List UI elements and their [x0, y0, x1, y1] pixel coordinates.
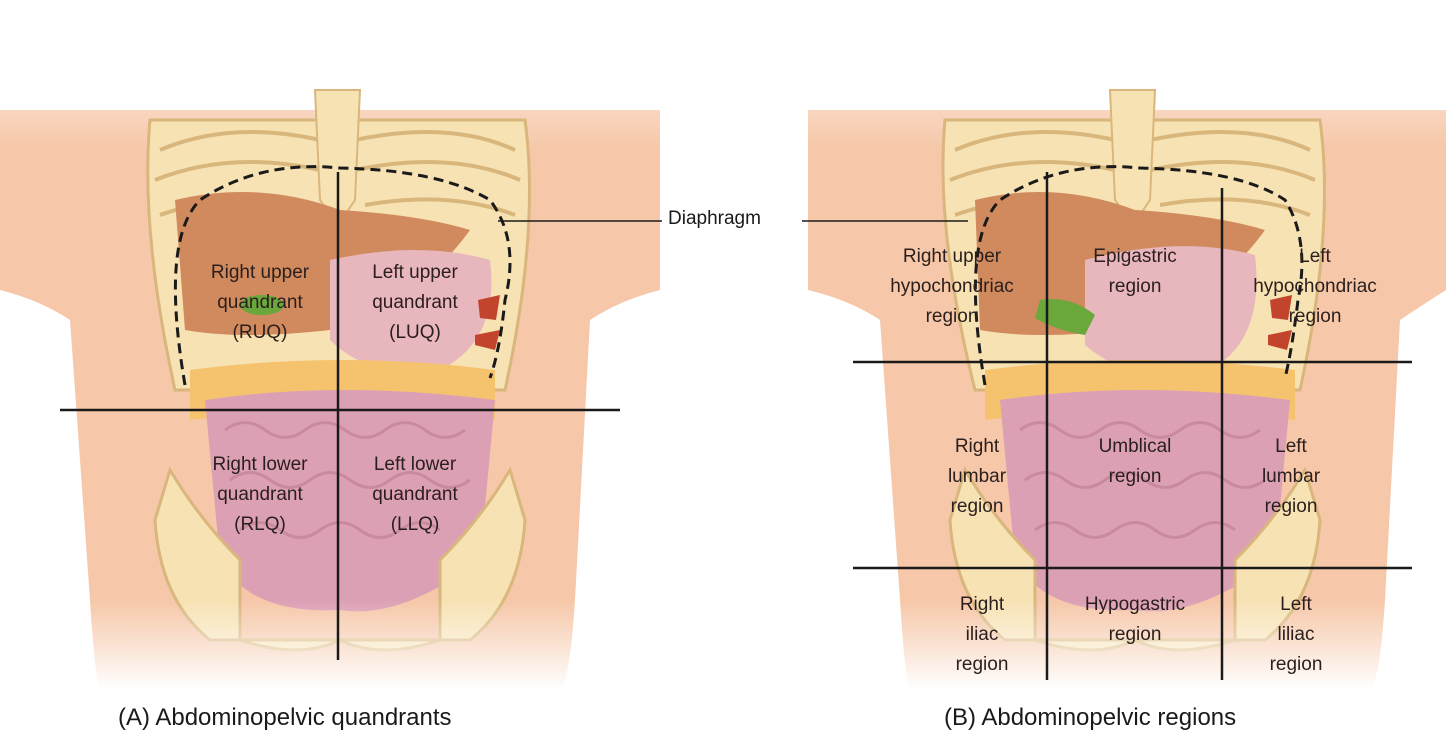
- label-left-lumbar-line3: region: [1264, 496, 1318, 517]
- label-epigastric: Epigastric region: [1050, 242, 1220, 302]
- label-rlq: Right lower quandrant (RLQ): [180, 450, 340, 540]
- label-ruq: Right upper quandrant (RUQ): [180, 258, 340, 348]
- label-left-hypochondriac-line1: Left: [1299, 246, 1331, 267]
- label-llq-line2: quandrant: [372, 484, 458, 505]
- label-right-iliac-line3: region: [955, 654, 1009, 675]
- label-right-hypochondriac-line3: region: [925, 306, 979, 327]
- panel-a-body: [0, 0, 662, 690]
- label-ruq-line3: (RUQ): [232, 322, 288, 343]
- label-ruq-line1: Right upper: [210, 262, 310, 283]
- stomach-b: [1085, 246, 1257, 375]
- spleen-b: [1268, 295, 1292, 350]
- label-hypogastric-line1: Hypogastric: [1084, 594, 1186, 615]
- label-right-iliac: Right iliac region: [922, 590, 1042, 680]
- spleen-a: [475, 295, 500, 350]
- label-left-iliac-line3: region: [1269, 654, 1323, 675]
- label-epigastric-line1: Epigastric: [1093, 246, 1177, 267]
- label-luq: Left upper quandrant (LUQ): [340, 258, 490, 348]
- label-left-hypochondriac: Left hypochondriac region: [1226, 242, 1404, 332]
- label-left-hypochondriac-line3: region: [1288, 306, 1342, 327]
- gallbladder-b: [1035, 299, 1095, 335]
- label-luq-line2: quandrant: [372, 292, 458, 313]
- label-right-hypochondriac: Right upper hypochondriac region: [862, 242, 1042, 332]
- label-llq-line1: Left lower: [373, 454, 457, 475]
- caption-a: (A) Abdominopelvic quandrants: [118, 704, 452, 731]
- label-right-hypochondriac-line1: Right upper: [902, 246, 1002, 267]
- stomach-a: [330, 250, 492, 372]
- intestines-a: [205, 390, 495, 612]
- panel-b-body: [802, 0, 1446, 690]
- label-llq: Left lower quandrant (LLQ): [340, 450, 490, 540]
- label-ruq-line2: quandrant: [217, 292, 303, 313]
- diaphragm-label: Diaphragm: [668, 208, 761, 229]
- label-umbilical-line1: Umblical: [1098, 436, 1172, 457]
- diaphragm-outline-a: [173, 165, 512, 386]
- label-hypogastric: Hypogastric region: [1050, 590, 1220, 650]
- label-umbilical-line2: region: [1108, 466, 1162, 487]
- diaphragm-outline-b: [973, 165, 1304, 386]
- label-epigastric-line2: region: [1108, 276, 1162, 297]
- intestines-b: [1000, 390, 1290, 612]
- label-left-lumbar: Left lumbar region: [1226, 432, 1356, 522]
- label-right-lumbar: Right lumbar region: [912, 432, 1042, 522]
- label-right-iliac-line1: Right: [959, 594, 1005, 615]
- label-right-lumbar-line2: lumbar: [947, 466, 1007, 487]
- label-right-iliac-line2: iliac: [965, 624, 999, 645]
- label-right-lumbar-line1: Right: [954, 436, 1000, 457]
- label-rlq-line3: (RLQ): [234, 514, 286, 535]
- label-llq-line3: (LLQ): [390, 514, 440, 535]
- label-luq-line3: (LUQ): [389, 322, 441, 343]
- label-left-iliac: Left liliac region: [1236, 590, 1356, 680]
- caption-b: (B) Abdominopelvic regions: [944, 704, 1237, 731]
- label-rlq-line1: Right lower: [212, 454, 308, 475]
- label-umbilical: Umblical region: [1050, 432, 1220, 492]
- label-left-lumbar-line1: Left: [1275, 436, 1307, 457]
- label-right-lumbar-line3: region: [950, 496, 1004, 517]
- label-left-lumbar-line2: lumbar: [1261, 466, 1321, 487]
- label-luq-line1: Left upper: [372, 262, 458, 283]
- gallbladder-a: [240, 295, 284, 315]
- label-rlq-line2: quandrant: [217, 484, 303, 505]
- label-hypogastric-line2: region: [1108, 624, 1162, 645]
- label-left-iliac-line1: Left: [1280, 594, 1312, 615]
- label-left-hypochondriac-line2: hypochondriac: [1253, 276, 1377, 297]
- label-right-hypochondriac-line2: hypochondriac: [890, 276, 1014, 297]
- label-left-iliac-line2: liliac: [1277, 624, 1315, 645]
